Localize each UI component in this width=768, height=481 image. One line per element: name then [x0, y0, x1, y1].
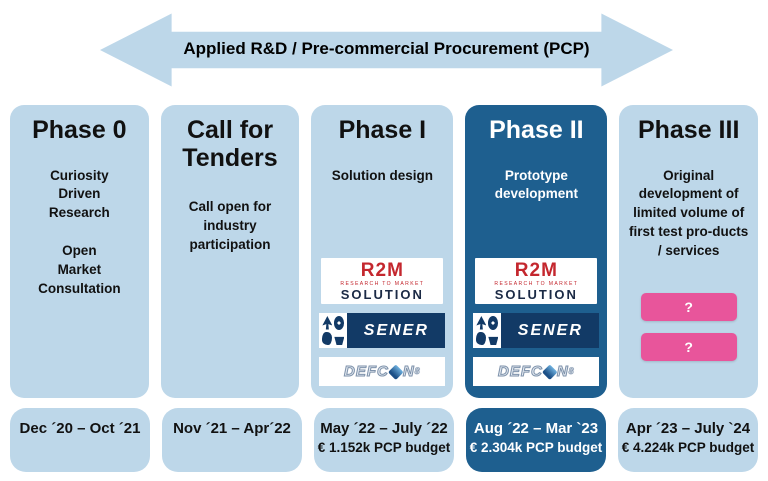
call-for-tenders-description: Call open for industry participation	[188, 199, 272, 252]
phase-3-placeholders: ? ?	[627, 292, 750, 361]
phase-0-dates: Dec ´20 – Oct ´21	[10, 408, 150, 472]
defcon-text-right: N	[402, 363, 415, 380]
r2m-logo-name: R2M	[360, 260, 404, 281]
budget: € 1.152k PCP budget	[317, 440, 451, 456]
phase-2-title: Phase II	[489, 116, 584, 144]
date-range: May ´22 – July ´22	[320, 420, 448, 437]
phase-3-description: Original development of limited volume o…	[629, 167, 749, 259]
phase-1-logos: R2M RESEARCH TO MARKET SOLUTION SENER DE…	[319, 258, 446, 388]
phase-2-logos: R2M RESEARCH TO MARKET SOLUTION SENER DE…	[473, 258, 600, 388]
ship-icon	[334, 336, 345, 345]
phase-1-dates: May ´22 – July ´22 € 1.152k PCP budget	[314, 408, 454, 472]
plane-icon	[322, 316, 333, 330]
unknown-supplier-box-2: ?	[640, 332, 737, 361]
phase-1-description: Solution design	[331, 167, 433, 183]
phase-columns: Phase 0 Curiosity Driven Research Open M…	[10, 105, 759, 398]
phase-0-column: Phase 0 Curiosity Driven Research Open M…	[10, 105, 149, 398]
date-range: Dec ´20 – Oct ´21	[19, 420, 141, 437]
call-for-tenders-column: Call for Tenders Call open for industry …	[160, 105, 300, 398]
date-range: Aug ´22 – Mar `23	[473, 420, 599, 437]
phase-2-description: Prototype development	[494, 167, 578, 202]
r2m-logo-wordmark: SOLUTION	[340, 287, 424, 302]
hand-icon	[322, 331, 333, 345]
sener-wordmark: SENER	[347, 313, 446, 348]
call-for-tenders-title: Call for Tenders	[182, 116, 278, 172]
phase-0-title: Phase 0	[32, 116, 127, 144]
defcon-suffix: 8	[568, 366, 575, 376]
r2m-logo-wordmark: SOLUTION	[494, 287, 578, 302]
defcon-diamond-icon	[541, 364, 558, 380]
phase-3-dates: Apr ´23 – July `24 € 4.224k PCP budget	[618, 408, 758, 472]
phase-1-column: Phase I Solution design R2M RESEARCH TO …	[311, 105, 454, 398]
sener-pictograms	[319, 313, 348, 348]
unknown-supplier-box-1: ?	[640, 292, 737, 321]
phase-2-dates: Aug ´22 – Mar `23 € 2.304k PCP budget	[466, 408, 606, 472]
defcon-text-right: N	[556, 363, 569, 380]
plane-icon	[476, 316, 487, 330]
sener-wordmark: SENER	[501, 313, 600, 348]
sener-logo: SENER	[319, 313, 446, 348]
sener-logo: SENER	[473, 313, 600, 348]
date-row: Dec ´20 – Oct ´21 Nov ´21 – Apr´22 May ´…	[10, 408, 758, 472]
budget: € 2.304k PCP budget	[469, 440, 603, 456]
phase-3-column: Phase III Original development of limite…	[619, 105, 759, 398]
r2m-logo-tagline: RESEARCH TO MARKET	[494, 281, 579, 287]
phase-3-title: Phase III	[637, 116, 740, 144]
globe-icon	[488, 316, 499, 330]
phase-1-title: Phase I	[338, 116, 427, 144]
ship-icon	[488, 336, 499, 345]
r2m-solution-logo: R2M RESEARCH TO MARKET SOLUTION	[475, 258, 598, 304]
globe-icon	[334, 316, 345, 330]
phase-0-description: Curiosity Driven Research Open Market Co…	[38, 167, 121, 296]
r2m-solution-logo: R2M RESEARCH TO MARKET SOLUTION	[321, 258, 444, 304]
defcon-suffix: 8	[414, 366, 421, 376]
defcon-text-left: DEFC	[497, 363, 543, 380]
pcp-timeline-arrow: Applied R&D / Pre-commercial Procurement…	[100, 12, 673, 88]
defcon-text-left: DEFC	[343, 363, 389, 380]
defcon-diamond-icon	[387, 364, 404, 380]
phase-2-column: Phase II Prototype development R2M RESEA…	[465, 105, 608, 398]
hand-icon	[476, 331, 487, 345]
budget: € 4.224k PCP budget	[621, 440, 755, 456]
r2m-logo-name: R2M	[514, 260, 558, 281]
r2m-logo-tagline: RESEARCH TO MARKET	[340, 281, 425, 287]
date-range: Apr ´23 – July `24	[625, 420, 751, 437]
call-for-tenders-dates: Nov ´21 – Apr´22	[162, 408, 302, 472]
sener-pictograms	[473, 313, 502, 348]
date-range: Nov ´21 – Apr´22	[173, 420, 291, 437]
arrow-title: Applied R&D / Pre-commercial Procurement…	[183, 39, 590, 59]
